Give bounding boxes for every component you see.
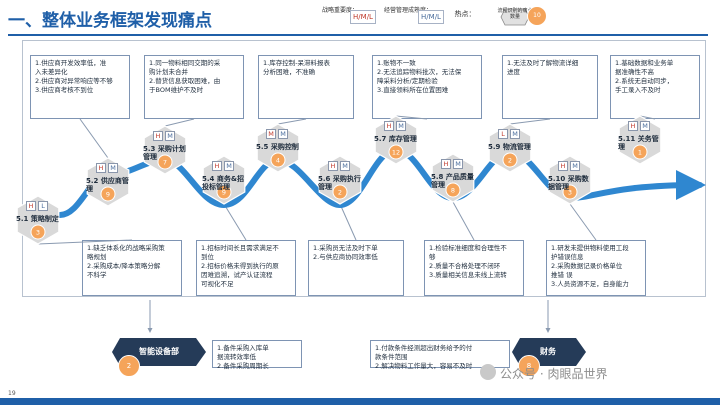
pain-count-8: 8: [451, 187, 455, 195]
pain-count-10: 3: [568, 189, 572, 197]
pain-count-11: 1: [638, 149, 642, 157]
connector-bottom-4: [569, 203, 597, 241]
process-name-11: 5.11 关务管理: [618, 135, 659, 151]
pain-count-9: 2: [508, 157, 512, 165]
legend-hotspot-label: 热点：: [454, 10, 476, 18]
pain-count-circle-7: [388, 144, 404, 160]
process-frame: [22, 40, 706, 297]
importance-badge-8: H: [441, 159, 451, 169]
process-name-1: 5.1 策略制定: [16, 215, 59, 223]
pain-count-circle-2: [100, 186, 116, 202]
pain-count-7: 12: [392, 149, 400, 157]
pain-box-logistics: 1.无法及时了解物流详细进度: [502, 55, 598, 119]
legend-maturity-label: 经营管理成熟度：: [384, 7, 433, 14]
maturity-badge-3: M: [165, 131, 175, 141]
pain-count-circle-5: [270, 152, 286, 168]
importance-badge-2: H: [96, 163, 106, 173]
importance-badge-11: H: [628, 121, 638, 131]
legend-maturity-box: H/M/L: [418, 10, 444, 24]
maturity-badge-7: M: [396, 121, 406, 131]
importance-badge-3: H: [153, 131, 163, 141]
maturity-badge-9: M: [510, 129, 520, 139]
legend-hotspot-hex-icon: [500, 8, 530, 26]
process-name-9: 5.9 物流管理: [488, 143, 531, 151]
pain-count-circle-9: [502, 152, 518, 168]
connector-bottom-2: [339, 203, 357, 241]
pain-count-1: 3: [36, 229, 40, 237]
process-name-5: 5.5 采购控制: [256, 143, 299, 151]
pain-count-circle-3: [157, 154, 173, 170]
maturity-badge-1: L: [38, 201, 48, 211]
dept-label-finance: 财务: [540, 347, 556, 356]
importance-badge-9: L: [498, 129, 508, 139]
connector-top-0: [79, 118, 109, 159]
maturity-badge-10: M: [570, 161, 580, 171]
maturity-badge-6: M: [340, 161, 350, 171]
pain-count-circle-6: [332, 184, 348, 200]
connector-top-3: [395, 115, 428, 120]
pain-count-circle-4: [216, 184, 232, 200]
importance-badge-1: H: [26, 201, 36, 211]
dept-pain-finance: 8: [518, 355, 540, 377]
maturity-badge-11: M: [640, 121, 650, 131]
legend-hotspot-circle: 10: [527, 6, 547, 26]
process-name-3: 5.3 采购计划管理: [143, 145, 186, 161]
legend-hotspot-desc: 流程识别的痛点数量: [497, 8, 533, 20]
pain-count-circle-10: [562, 184, 578, 200]
importance-badge-4: H: [212, 161, 222, 171]
title-underline: [8, 34, 708, 36]
connector-top-5: [639, 115, 656, 120]
page-title: 一、整体业务框架发现痛点: [8, 11, 212, 31]
process-name-8: 5.8 产品质量管理: [431, 173, 474, 189]
watermark: 公众号 · 肉眼品世界: [500, 367, 608, 381]
process-name-2: 5.2 供应商管理: [86, 177, 129, 193]
connector-bottom-3: [452, 201, 475, 241]
connector-bottom-0: [37, 239, 133, 245]
process-name-6: 5.6 采购执行管理: [318, 175, 361, 191]
pain-count-circle-1: [30, 224, 46, 240]
maturity-badge-5: M: [278, 129, 288, 139]
bottom-bar: [0, 398, 720, 405]
maturity-badge-4: M: [224, 161, 234, 171]
dept-label-equipment: 智能设备部: [139, 347, 179, 356]
legend-importance-label: 战略重要度：: [322, 7, 359, 14]
importance-badge-10: H: [558, 161, 568, 171]
importance-badge-5: M: [266, 129, 276, 139]
pain-box-control: 1.库存控制-呆滞料报表分析困难，不准确: [258, 55, 354, 119]
process-name-7: 5.7 库存管理: [374, 135, 417, 143]
pain-count-circle-11: [632, 144, 648, 160]
pain-count-2: 9: [106, 191, 110, 199]
page-number: 19: [8, 390, 16, 397]
maturity-badge-2: M: [108, 163, 118, 173]
maturity-badge-8: M: [453, 159, 463, 169]
importance-badge-7: H: [384, 121, 394, 131]
dept-pain-equipment: 2: [118, 355, 140, 377]
pain-count-3: 7: [163, 159, 167, 167]
pain-count-5: 4: [276, 157, 280, 165]
pain-count-4: 9: [222, 189, 226, 197]
pain-count-circle-8: [445, 182, 461, 198]
process-name-10: 5.10 采购数据管理: [548, 175, 589, 191]
connector-top-1: [164, 118, 195, 127]
legend-importance-box: H/M/L: [350, 10, 376, 24]
wechat-icon: [480, 364, 496, 380]
pain-count-6: 2: [338, 189, 342, 197]
process-name-4: 5.4 商务&招投标管理: [202, 175, 244, 191]
importance-badge-6: H: [328, 161, 338, 171]
connector-top-4: [509, 118, 551, 125]
connector-top-2: [277, 118, 307, 125]
connector-bottom-1: [223, 203, 247, 241]
